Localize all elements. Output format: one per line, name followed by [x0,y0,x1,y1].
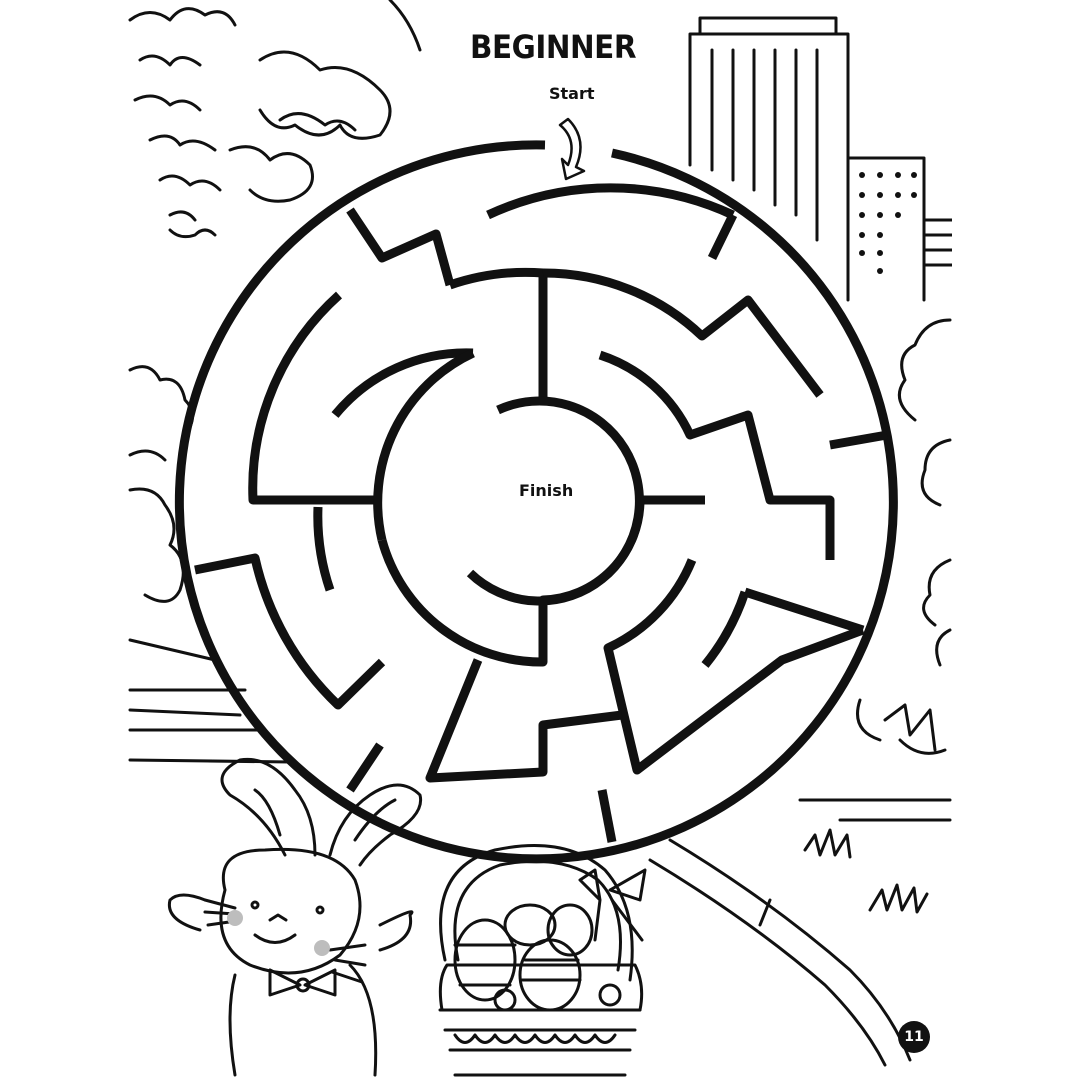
bunny-illustration [167,757,423,1077]
window-dots [859,172,917,274]
page-number-badge: 11 [898,1021,930,1053]
maze-outer-wall-right [174,140,898,864]
maze [174,140,898,864]
easter-basket-illustration [438,844,647,1077]
tree-illustration [128,0,422,239]
finish-label: Finish [519,481,574,500]
bush-illustration [128,318,952,755]
start-arrow-icon [558,117,586,181]
building-illustration [688,16,952,302]
ground-lines [128,638,952,1067]
start-label: Start [549,84,595,103]
maze-ring-2 [486,183,735,220]
coloring-page [128,0,952,1080]
page-title: BEGINNER [470,28,637,66]
